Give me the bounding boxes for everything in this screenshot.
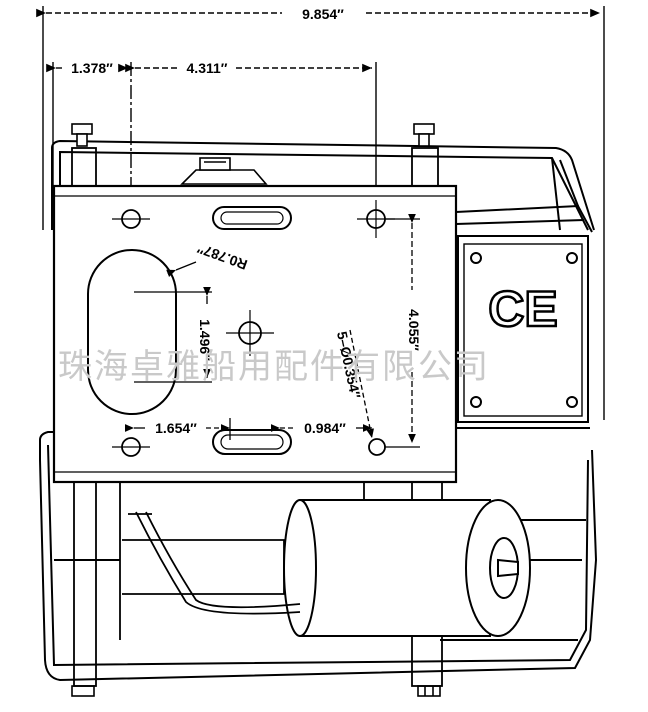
plate-slots — [87, 206, 292, 455]
vertical-spacing-label: 4.055″ — [406, 309, 422, 351]
hole-spacing-top-label: 4.311″ — [187, 60, 228, 76]
slot-length-label: 1.496″ — [197, 319, 213, 361]
dimension-bottom-row — [124, 418, 372, 440]
overall-width-label: 9.854″ — [302, 6, 344, 22]
dimension-vertical — [349, 213, 420, 448]
dimension-slot — [134, 261, 212, 383]
cable-assembly — [119, 482, 365, 640]
bottom-bolts — [71, 685, 441, 697]
hole-crosshairs — [112, 200, 395, 448]
housing-body — [39, 139, 598, 682]
top-bolts — [71, 123, 435, 185]
dimension-overall-width — [36, 6, 605, 420]
ce-mark: CE — [488, 281, 557, 337]
motor — [283, 499, 531, 637]
company-watermark: 珠海卓雅船用配件有限公司 — [58, 347, 490, 387]
side-housing — [455, 159, 593, 429]
bottom-left-label: 1.654″ — [155, 420, 197, 436]
bottom-right-label: 0.984″ — [304, 420, 346, 436]
left-offset-label: 1.378″ — [71, 60, 113, 76]
junction-box — [457, 235, 589, 423]
